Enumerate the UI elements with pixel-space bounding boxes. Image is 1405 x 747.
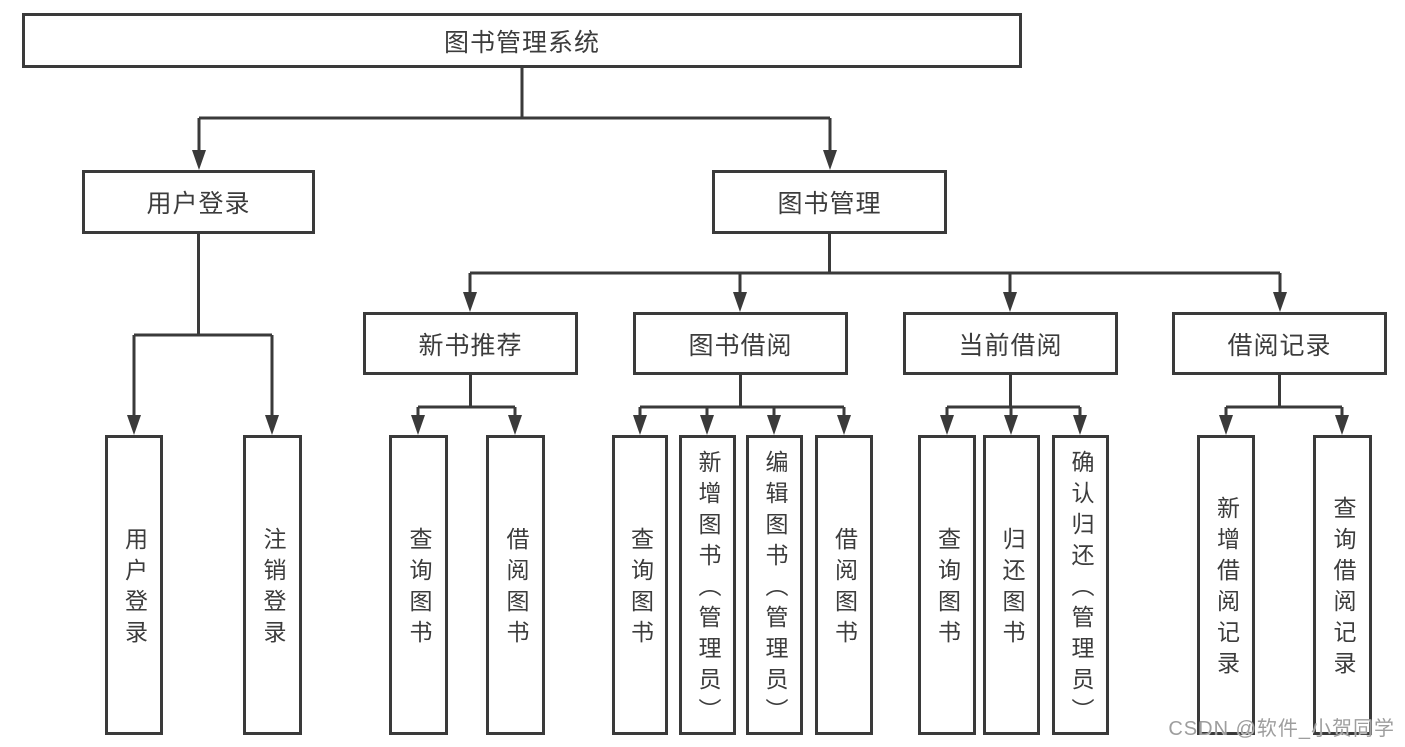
leaf-user-login: 用户登录 <box>105 435 163 735</box>
connector-new-book-rec-to-leaves <box>411 374 522 435</box>
leaf-edit-books-admin: 编辑图书（管理员） <box>746 435 803 735</box>
connector-user-login-to-leaves <box>127 233 279 435</box>
connector-borrow-records-to-leaves <box>1219 374 1349 435</box>
leaf-logout: 注销登录 <box>243 435 302 735</box>
connector-root-to-level2 <box>192 68 837 170</box>
node-book-borrow: 图书借阅 <box>633 312 848 375</box>
leaf-query-books-3: 查询图书 <box>918 435 976 735</box>
connector-book-mgmt-to-sections <box>463 233 1287 312</box>
leaf-confirm-return-admin: 确认归还（管理员） <box>1052 435 1109 735</box>
leaf-add-borrow-record: 新增借阅记录 <box>1197 435 1255 735</box>
node-user-login: 用户登录 <box>82 170 315 234</box>
leaf-return-books: 归还图书 <box>983 435 1040 735</box>
csdn-watermark: CSDN @软件_小贺同学 <box>1168 718 1395 740</box>
connector-book-borrow-to-leaves <box>633 374 851 435</box>
leaf-query-books-2: 查询图书 <box>612 435 668 735</box>
node-borrow-records: 借阅记录 <box>1172 312 1387 375</box>
connector-current-borrow-to-leaves <box>940 374 1087 435</box>
node-root: 图书管理系统 <box>22 13 1022 68</box>
leaf-borrow-books-1: 借阅图书 <box>486 435 545 735</box>
leaf-query-books-1: 查询图书 <box>389 435 448 735</box>
leaf-query-borrow-record: 查询借阅记录 <box>1313 435 1372 735</box>
node-book-mgmt: 图书管理 <box>712 170 947 234</box>
node-current-borrow: 当前借阅 <box>903 312 1118 375</box>
node-new-book-rec: 新书推荐 <box>363 312 578 375</box>
leaf-add-books-admin: 新增图书（管理员） <box>679 435 736 735</box>
leaf-borrow-books-2: 借阅图书 <box>815 435 873 735</box>
